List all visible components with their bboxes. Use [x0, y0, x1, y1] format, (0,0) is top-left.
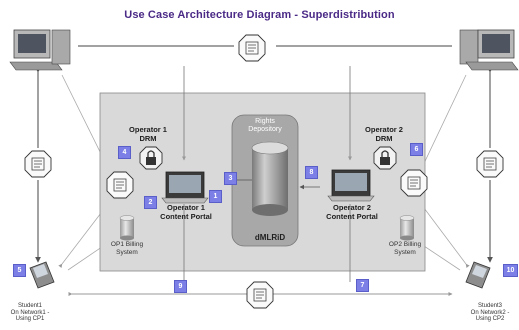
- step-badge-9: 9: [174, 280, 187, 293]
- step-badge-1: 1: [209, 190, 222, 203]
- op2-billing-database-icon: [399, 215, 415, 241]
- operator2-portal-label: Operator 2 Content Portal: [322, 203, 382, 221]
- student2-line2: On Network2 -: [470, 309, 510, 316]
- operator2-portal-line2: Content Portal: [326, 211, 378, 221]
- phone-left-icon: [29, 261, 55, 289]
- step-badge-4: 4: [118, 146, 131, 159]
- license-icon-left: [24, 150, 52, 178]
- step-badge-8: 8: [305, 166, 318, 179]
- diagram-title: Use Case Architecture Diagram - Superdis…: [124, 9, 395, 21]
- license-icon-top: [238, 34, 266, 62]
- operator2-drm-line1: Operator 2: [365, 125, 403, 134]
- step-badge-10: 10: [503, 264, 518, 277]
- student1-line3: Using CP1: [15, 316, 45, 323]
- student2-line1: Student3: [477, 303, 503, 309]
- operator1-drm-line1: Operator 1: [129, 125, 167, 134]
- dmlrid-label: dMLRiD: [254, 233, 286, 242]
- operator2-portal-icon: [327, 169, 375, 202]
- op2-billing-label: OP2 Billing System: [380, 241, 430, 256]
- operator1-portal-line2: Content Portal: [160, 211, 212, 221]
- computer-right-icon: [459, 29, 519, 71]
- license-icon-op2: [400, 169, 428, 197]
- step-badge-3: 3: [224, 172, 237, 185]
- computer-left-icon: [9, 29, 71, 71]
- op1-billing-label: OP1 Billing System: [102, 241, 152, 256]
- student2-label: Student3 On Network2 - Using CP2: [464, 303, 516, 323]
- operator1-drm-label: Operator 1 DRM: [118, 125, 178, 143]
- license-icon-op1: [106, 171, 134, 199]
- operator1-drm-lock-icon: [139, 146, 163, 170]
- op1-billing-database-icon: [119, 215, 135, 241]
- license-icon-bottom: [246, 281, 274, 309]
- operator1-portal-icon: [161, 171, 209, 204]
- rights-depository-line1: Rights: [255, 118, 275, 125]
- student1-label: Student1 On Network1 - Using CP1: [4, 303, 56, 323]
- op2-billing-line1: OP2 Billing: [388, 241, 422, 248]
- step-badge-2: 2: [144, 196, 157, 209]
- student1-line1: Student1: [17, 303, 43, 309]
- operator1-drm-line2: DRM: [139, 133, 157, 143]
- step-badge-7: 7: [356, 279, 369, 292]
- op1-billing-line1: OP1 Billing: [110, 241, 144, 248]
- op1-billing-line2: System: [116, 248, 138, 256]
- op2-billing-line2: System: [394, 248, 416, 256]
- rights-depository-line2: Depository: [248, 126, 282, 133]
- operator2-drm-label: Operator 2 DRM: [354, 125, 414, 143]
- dmlrid-database-icon: [251, 141, 289, 216]
- operator2-drm-line2: DRM: [375, 133, 393, 143]
- step-badge-6: 6: [410, 143, 423, 156]
- student2-line3: Using CP2: [475, 316, 505, 323]
- phone-right-icon: [465, 261, 491, 289]
- student1-line2: On Network1 -: [10, 309, 50, 316]
- rights-depository-label: Rights Depository: [240, 118, 290, 134]
- operator2-portal-line1: Operator 2: [333, 203, 371, 212]
- operator2-drm-lock-icon: [373, 146, 397, 170]
- license-icon-right: [476, 150, 504, 178]
- operator1-portal-label: Operator 1 Content Portal: [156, 203, 216, 221]
- step-badge-5: 5: [13, 264, 26, 277]
- operator1-portal-line1: Operator 1: [167, 203, 205, 212]
